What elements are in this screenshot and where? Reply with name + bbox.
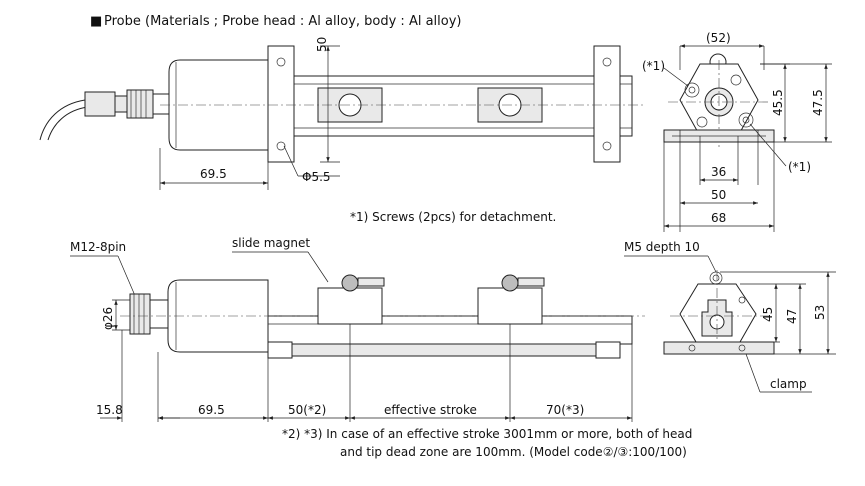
footnote-line-1: *2) *3) In case of an effective stroke 3…	[282, 427, 692, 441]
header-title: Probe (Materials ; Probe head : Al alloy…	[104, 14, 462, 29]
effective-stroke: effective stroke	[384, 403, 477, 417]
end-view-top: (52) (*1) (*1) 45.5 47.5	[642, 31, 832, 232]
side-magnet-1	[317, 287, 383, 325]
clamp-plate	[663, 341, 775, 355]
dim-36: 36	[711, 165, 726, 179]
dim-53: 53	[813, 305, 827, 320]
label-m12-8pin: M12-8pin	[70, 240, 126, 254]
dim-69-5-side: 69.5	[198, 403, 225, 417]
bracket-right	[593, 45, 621, 163]
label-slide-magnet: slide magnet	[232, 236, 310, 250]
header-marker: ■	[90, 14, 102, 29]
side-view: M12-8pin slide magnet φ26	[70, 236, 645, 422]
dim-45-5: 45.5	[771, 89, 785, 116]
dim-47: 47	[785, 309, 799, 324]
side-connector	[129, 293, 151, 335]
dim-15-8: 15.8	[96, 403, 123, 417]
note1-left: (*1)	[642, 59, 665, 73]
dim-50-top: 50	[315, 37, 329, 52]
label-clamp: clamp	[770, 377, 807, 391]
dim-68: 68	[711, 211, 726, 225]
dim-50-end: 50	[711, 188, 726, 202]
note1-right: (*1)	[788, 160, 811, 174]
dim-47-5: 47.5	[811, 89, 825, 116]
dim-phi-5-5: Φ5.5	[302, 170, 331, 184]
dim-69-5-top: 69.5	[200, 167, 227, 181]
screws-note: *1) Screws (2pcs) for detachment.	[350, 210, 556, 224]
side-lower-rail	[279, 343, 621, 357]
bracket-left	[267, 45, 295, 163]
connector-nut	[84, 91, 116, 117]
dim-45: 45	[761, 307, 775, 322]
end-view-bottom: M5 depth 10 45 47 53 clamp	[624, 240, 836, 393]
dim-52: (52)	[706, 31, 731, 45]
footnote-line-2: and tip dead zone are 100mm. (Model code…	[340, 445, 687, 459]
dim-70-3: 70(*3)	[546, 403, 584, 417]
dim-phi-26: φ26	[101, 307, 115, 330]
label-m5-depth-10: M5 depth 10	[624, 240, 700, 254]
side-magnet-2	[477, 287, 543, 325]
top-view: 50 69.5 Φ5.5	[39, 37, 645, 190]
dim-50-2: 50(*2)	[288, 403, 326, 417]
cable	[39, 99, 86, 141]
